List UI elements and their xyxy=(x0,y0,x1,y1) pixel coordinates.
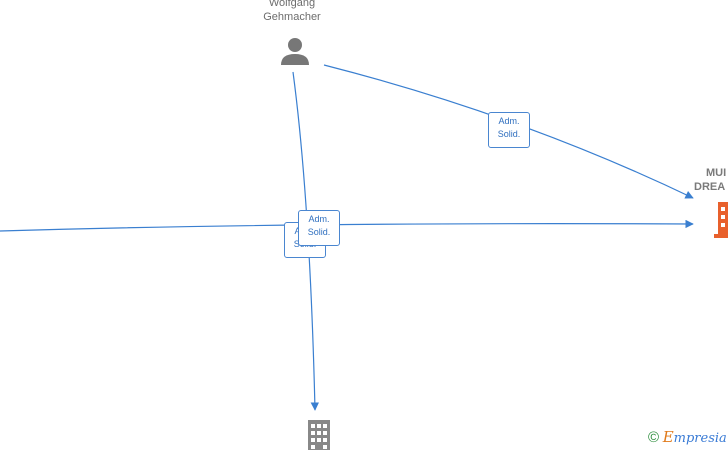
edge-label-line2: Solid. xyxy=(497,129,521,139)
brand-name: mpresia xyxy=(673,431,727,446)
company-right-name-line2: DREA xyxy=(694,181,726,193)
building-icon[interactable] xyxy=(714,202,728,238)
person-name[interactable]: Wolfgang Gehmacher xyxy=(252,0,332,24)
brand-initial: E xyxy=(662,428,674,446)
company-right-name[interactable]: MUI DREA xyxy=(694,166,728,194)
edge-left-to-right-company xyxy=(0,219,694,232)
edge-label-line2: Solid. xyxy=(307,227,331,237)
person-name-line2: Gehmacher xyxy=(263,11,321,23)
edge-label-adm-solid[interactable]: Adm. Solid. xyxy=(298,210,340,246)
edge-label-line1: Adm. xyxy=(308,214,330,224)
company-right-name-line1: MUI xyxy=(706,167,727,179)
copyright-symbol: © xyxy=(648,429,660,446)
edge-label-adm-solid[interactable]: Adm. Solid. xyxy=(488,112,530,148)
person-name-line1: Wolfgang xyxy=(268,0,316,9)
building-icon[interactable] xyxy=(306,420,332,450)
person-icon[interactable] xyxy=(280,36,310,66)
empresia-watermark: © Empresia xyxy=(648,428,727,446)
edge-label-line1: Adm. xyxy=(498,116,520,126)
